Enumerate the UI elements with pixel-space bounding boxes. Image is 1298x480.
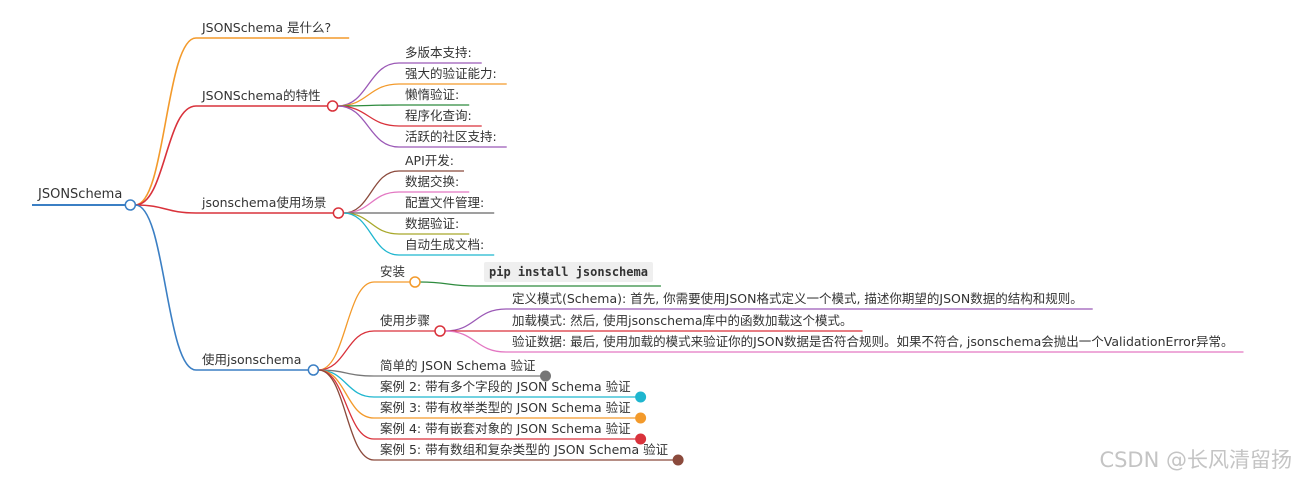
- root-link-1: [135, 105, 197, 206]
- link-example-case-3: [318, 369, 375, 419]
- dot-example-case-5: [672, 454, 684, 466]
- usecase-data-exchange[interactable]: 数据交换:: [405, 174, 460, 189]
- link-step-validate-data: [445, 330, 507, 353]
- feature-lazy-validation[interactable]: 懒惰验证:: [405, 87, 460, 102]
- link-example-case-5: [318, 369, 375, 461]
- example-case-5[interactable]: 案例 5: 带有数组和复杂类型的 JSON Schema 验证: [380, 442, 669, 457]
- branch-ring-2: [332, 207, 345, 219]
- link-example-case-4: [318, 369, 375, 440]
- usecase-api[interactable]: API开发:: [405, 153, 454, 168]
- dot-example-case-4: [635, 433, 647, 445]
- example-case-3[interactable]: 案例 3: 带有枚举类型的 JSON Schema 验证: [380, 400, 631, 415]
- link-usecase-docs: [343, 212, 400, 256]
- link-usecase-data-validation: [343, 212, 400, 235]
- root-link-2: [135, 204, 197, 214]
- root-node-label[interactable]: JSONSchema: [38, 187, 123, 202]
- link-feature-multi-version: [337, 62, 400, 107]
- feature-strong-validation[interactable]: 强大的验证能力:: [405, 66, 497, 81]
- branch-features[interactable]: JSONSchema的特性: [202, 88, 321, 103]
- branch-using-jsonschema[interactable]: 使用jsonschema: [202, 352, 302, 367]
- branch-what-is-jsonschema[interactable]: JSONSchema 是什么?: [202, 20, 332, 35]
- link-feature-community: [337, 105, 400, 148]
- link-install-code: [420, 281, 477, 287]
- step-validate-data[interactable]: 验证数据: 最后, 使用加载的模式来验证你的JSON数据是否符合规则。如果不符合…: [512, 334, 1234, 349]
- dot-example-case-3: [635, 412, 647, 424]
- example-case-2[interactable]: 案例 2: 带有多个字段的 JSON Schema 验证: [380, 379, 631, 394]
- watermark: CSDN @长风清留扬: [1099, 448, 1292, 472]
- root-link-0: [135, 37, 197, 206]
- install-node-ring: [409, 276, 421, 288]
- link-usecase-api: [343, 170, 400, 214]
- example-case-4[interactable]: 案例 4: 带有嵌套对象的 JSON Schema 验证: [380, 421, 631, 436]
- link-step-define-schema: [445, 308, 507, 332]
- step-define-schema[interactable]: 定义模式(Schema): 首先, 你需要使用JSON格式定义一个模式, 描述你…: [512, 291, 1083, 306]
- branch-ring-3: [307, 364, 320, 376]
- branch-ring-1: [326, 100, 339, 112]
- link-feature-strong-validation: [337, 83, 400, 107]
- feature-community[interactable]: 活跃的社区支持:: [405, 129, 497, 144]
- usecase-data-validation[interactable]: 数据验证:: [405, 216, 460, 231]
- example-simple[interactable]: 简单的 JSON Schema 验证: [380, 358, 536, 373]
- root-ring: [124, 199, 137, 211]
- usecase-docs[interactable]: 自动生成文档:: [405, 237, 485, 252]
- feature-multi-version[interactable]: 多版本支持:: [405, 45, 472, 60]
- link-steps: [318, 330, 375, 371]
- dot-example-case-2: [635, 391, 647, 403]
- link-usecase-data-exchange: [343, 191, 400, 214]
- branch-use-cases[interactable]: jsonschema使用场景: [202, 195, 327, 210]
- install-code: pip install jsonschema: [484, 262, 653, 282]
- feature-programmatic-query[interactable]: 程序化查询:: [405, 108, 472, 123]
- dot-example-simple: [540, 370, 551, 382]
- step-load-schema[interactable]: 加载模式: 然后, 使用jsonschema库中的函数加载这个模式。: [512, 313, 853, 328]
- root-link-3: [135, 204, 197, 371]
- link-feature-programmatic-query: [337, 105, 400, 127]
- link-install: [318, 281, 375, 371]
- steps-node-ring: [434, 325, 446, 337]
- usecase-config[interactable]: 配置文件管理:: [405, 195, 485, 210]
- install-node[interactable]: 安装: [380, 264, 406, 279]
- steps-node[interactable]: 使用步骤: [380, 313, 431, 328]
